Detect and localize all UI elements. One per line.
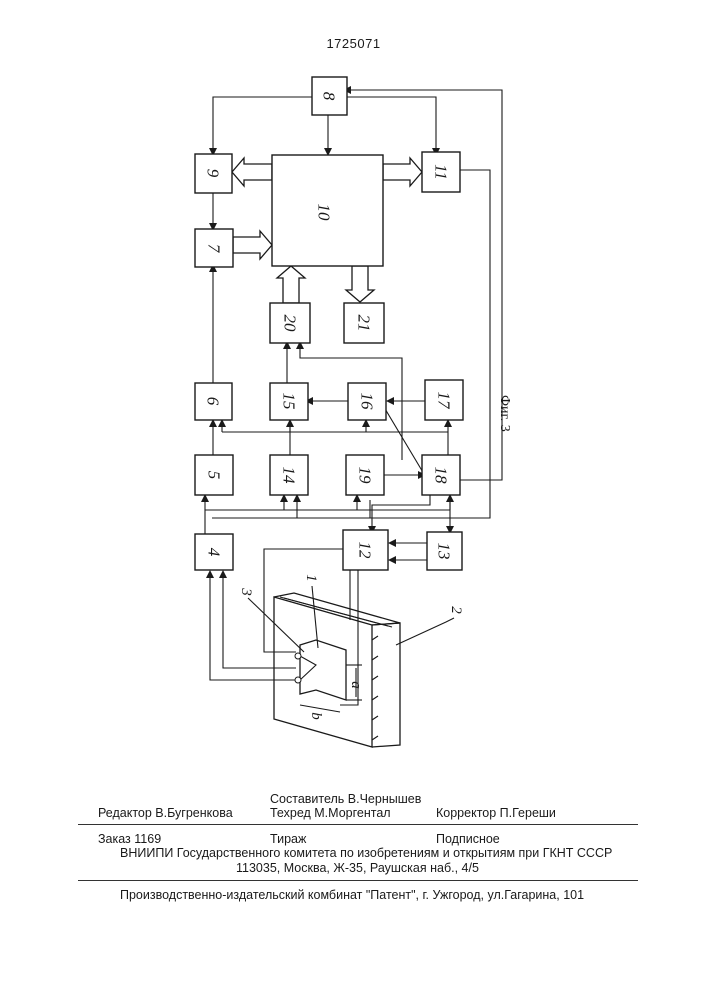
part-label-2: 2 bbox=[448, 606, 464, 614]
imprint-compiler: Составитель В.Чернышев bbox=[270, 792, 421, 806]
imprint-circulation: Тираж bbox=[270, 832, 306, 846]
label-8: 9 bbox=[204, 169, 223, 178]
label-14: 14 bbox=[280, 467, 299, 485]
label-6: 6 bbox=[204, 397, 223, 406]
label-12: 12 bbox=[356, 542, 375, 560]
imprint-order: Заказ 1169 bbox=[98, 832, 161, 846]
label-16: 16 bbox=[358, 393, 377, 411]
imprint-techred: Техред М.Моргентал bbox=[270, 806, 391, 820]
label-20: 20 bbox=[281, 315, 300, 333]
label-10: 10 bbox=[315, 204, 334, 222]
part-labels: 3 1 2 a b bbox=[238, 574, 464, 720]
block-diagram: 8 9 10 11 7 20 21 6 15 16 17 5 14 19 18 … bbox=[0, 0, 707, 760]
imprint-editor: Редактор В.Бугренкова bbox=[98, 806, 233, 820]
label-9: 8 bbox=[320, 92, 339, 101]
label-4: 4 bbox=[205, 548, 224, 557]
label-21: 21 bbox=[355, 315, 374, 332]
figure-label: Фиг. 3 bbox=[496, 395, 512, 432]
imprint-publisher: Производственно-издательский комбинат "П… bbox=[120, 888, 584, 902]
dimension-a: a bbox=[348, 681, 364, 689]
imprint-rule-bottom bbox=[78, 880, 638, 881]
part-label-3: 3 bbox=[238, 587, 254, 596]
layer-hatching bbox=[372, 636, 378, 740]
label-17: 17 bbox=[435, 392, 454, 411]
imprint-address: 113035, Москва, Ж-35, Раушская наб., 4/5 bbox=[236, 861, 479, 875]
part-label-1: 1 bbox=[303, 574, 319, 582]
imprint-rule-top bbox=[78, 824, 638, 825]
imprint-subscription: Подписное bbox=[436, 832, 500, 846]
label-11: 11 bbox=[432, 164, 451, 180]
specimen-drawing bbox=[248, 586, 454, 747]
label-5: 5 bbox=[205, 471, 224, 480]
label-13: 13 bbox=[435, 543, 454, 560]
imprint-corrector: Корректор П.Гереши bbox=[436, 806, 556, 820]
label-18: 18 bbox=[432, 467, 451, 485]
dimension-b: b bbox=[308, 712, 324, 720]
label-15: 15 bbox=[280, 393, 299, 410]
imprint-vniipi: ВНИИПИ Государственного комитета по изоб… bbox=[120, 846, 612, 860]
label-19: 19 bbox=[356, 467, 375, 485]
